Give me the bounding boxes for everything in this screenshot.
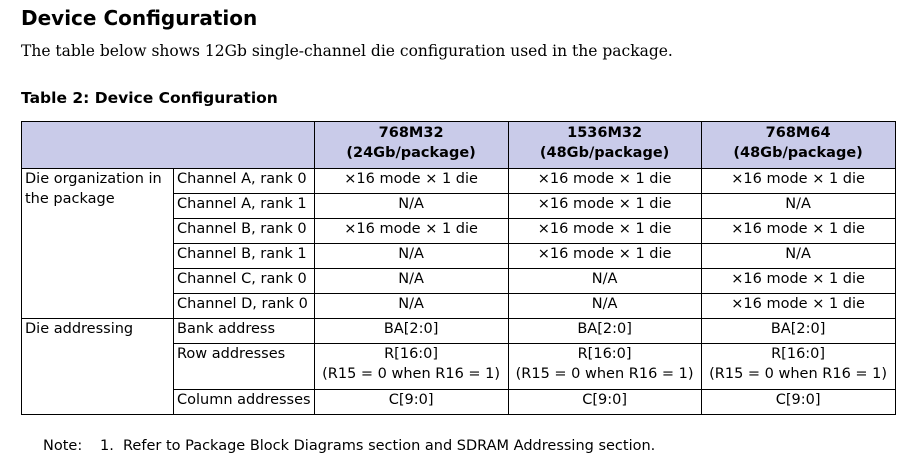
column-header-name: 768M64 xyxy=(765,125,831,141)
table-cell: ×16 mode × 1 die xyxy=(700,268,896,294)
cell-value: R[16:0] xyxy=(384,346,439,362)
table-cell: N/A xyxy=(700,243,896,269)
column-header-sub: (48Gb/package) xyxy=(733,145,863,161)
table-row: Row addresses R[16:0] (R15 = 0 when R16 … xyxy=(22,343,896,390)
table-cell: N/A xyxy=(313,293,509,319)
note-number: 1. xyxy=(100,438,114,454)
group-die-organization: Die organization in the package xyxy=(21,168,174,319)
page-title: Device Configuration xyxy=(21,6,258,30)
column-header-768m64: 768M64 (48Gb/package) xyxy=(700,121,896,169)
cell-subvalue: (R15 = 0 when R16 = 1) xyxy=(709,366,888,382)
table-cell: ×16 mode × 1 die xyxy=(700,218,896,244)
row-label: Channel D, rank 0 xyxy=(173,293,315,319)
table-row: Channel A, rank 1 N/A ×16 mode × 1 die N… xyxy=(22,193,896,219)
table-cell: N/A xyxy=(313,193,509,219)
table-cell: C[9:0] xyxy=(700,389,896,415)
table-cell: ×16 mode × 1 die xyxy=(313,218,509,244)
table-header-row: 768M32 (24Gb/package) 1536M32 (48Gb/pack… xyxy=(21,121,896,169)
column-header-name: 768M32 xyxy=(378,125,444,141)
table-cell: R[16:0] (R15 = 0 when R16 = 1) xyxy=(700,343,896,390)
table-cell: ×16 mode × 1 die xyxy=(507,193,702,219)
group-die-addressing: Die addressing xyxy=(21,318,174,415)
table-cell: C[9:0] xyxy=(313,389,509,415)
table-cell: ×16 mode × 1 die xyxy=(700,168,896,194)
row-label: Column addresses xyxy=(173,389,315,415)
table-cell: ×16 mode × 1 die xyxy=(507,243,702,269)
cell-subvalue: (R15 = 0 when R16 = 1) xyxy=(515,366,694,382)
column-header-768m32: 768M32 (24Gb/package) xyxy=(313,121,509,169)
table-row: Channel B, rank 1 N/A ×16 mode × 1 die N… xyxy=(22,243,896,269)
cell-value: R[16:0] xyxy=(577,346,632,362)
header-blank-cell xyxy=(21,121,315,169)
table-cell: R[16:0] (R15 = 0 when R16 = 1) xyxy=(507,343,702,390)
note-text: Refer to Package Block Diagrams section … xyxy=(123,438,656,454)
table-row: Die organization in the package Channel … xyxy=(21,168,896,319)
table-cell: N/A xyxy=(313,268,509,294)
row-label: Row addresses xyxy=(173,343,315,390)
table-cell: N/A xyxy=(313,243,509,269)
table-cell: ×16 mode × 1 die xyxy=(507,168,702,194)
table-cell: C[9:0] xyxy=(507,389,702,415)
column-header-sub: (24Gb/package) xyxy=(346,145,476,161)
table-cell: N/A xyxy=(507,293,702,319)
table-cell: BA[2:0] xyxy=(700,318,896,344)
table-cell: BA[2:0] xyxy=(313,318,509,344)
cell-value: R[16:0] xyxy=(771,346,826,362)
table-row: Channel B, rank 0 ×16 mode × 1 die ×16 m… xyxy=(22,218,896,244)
note-label: Note: xyxy=(43,438,83,454)
table-row: Column addresses C[9:0] C[9:0] C[9:0] xyxy=(22,389,896,415)
table-row: Channel C, rank 0 N/A N/A ×16 mode × 1 d… xyxy=(22,268,896,294)
table-cell: N/A xyxy=(507,268,702,294)
column-header-sub: (48Gb/package) xyxy=(539,145,670,161)
row-label: Channel A, rank 1 xyxy=(173,193,315,219)
row-label: Channel C, rank 0 xyxy=(173,268,315,294)
column-header-name: 1536M32 xyxy=(567,125,643,141)
cell-subvalue: (R15 = 0 when R16 = 1) xyxy=(322,366,501,382)
row-label: Channel A, rank 0 xyxy=(173,168,315,194)
table-row: Channel D, rank 0 N/A N/A ×16 mode × 1 d… xyxy=(22,293,896,319)
table-cell: ×16 mode × 1 die xyxy=(507,218,702,244)
table-cell: BA[2:0] xyxy=(507,318,702,344)
row-label: Channel B, rank 1 xyxy=(173,243,315,269)
table-row: Die addressing Bank address BA[2:0] BA[2… xyxy=(21,318,896,415)
intro-paragraph: The table below shows 12Gb single-channe… xyxy=(21,42,673,60)
table-cell: ×16 mode × 1 die xyxy=(700,293,896,319)
row-label: Channel B, rank 0 xyxy=(173,218,315,244)
row-label: Bank address xyxy=(173,318,315,344)
device-configuration-table: 768M32 (24Gb/package) 1536M32 (48Gb/pack… xyxy=(21,121,896,415)
table-cell: R[16:0] (R15 = 0 when R16 = 1) xyxy=(313,343,509,390)
column-header-1536m32: 1536M32 (48Gb/package) xyxy=(507,121,702,169)
table-cell: ×16 mode × 1 die xyxy=(313,168,509,194)
table-caption: Table 2: Device Configuration xyxy=(21,89,278,107)
table-cell: N/A xyxy=(700,193,896,219)
